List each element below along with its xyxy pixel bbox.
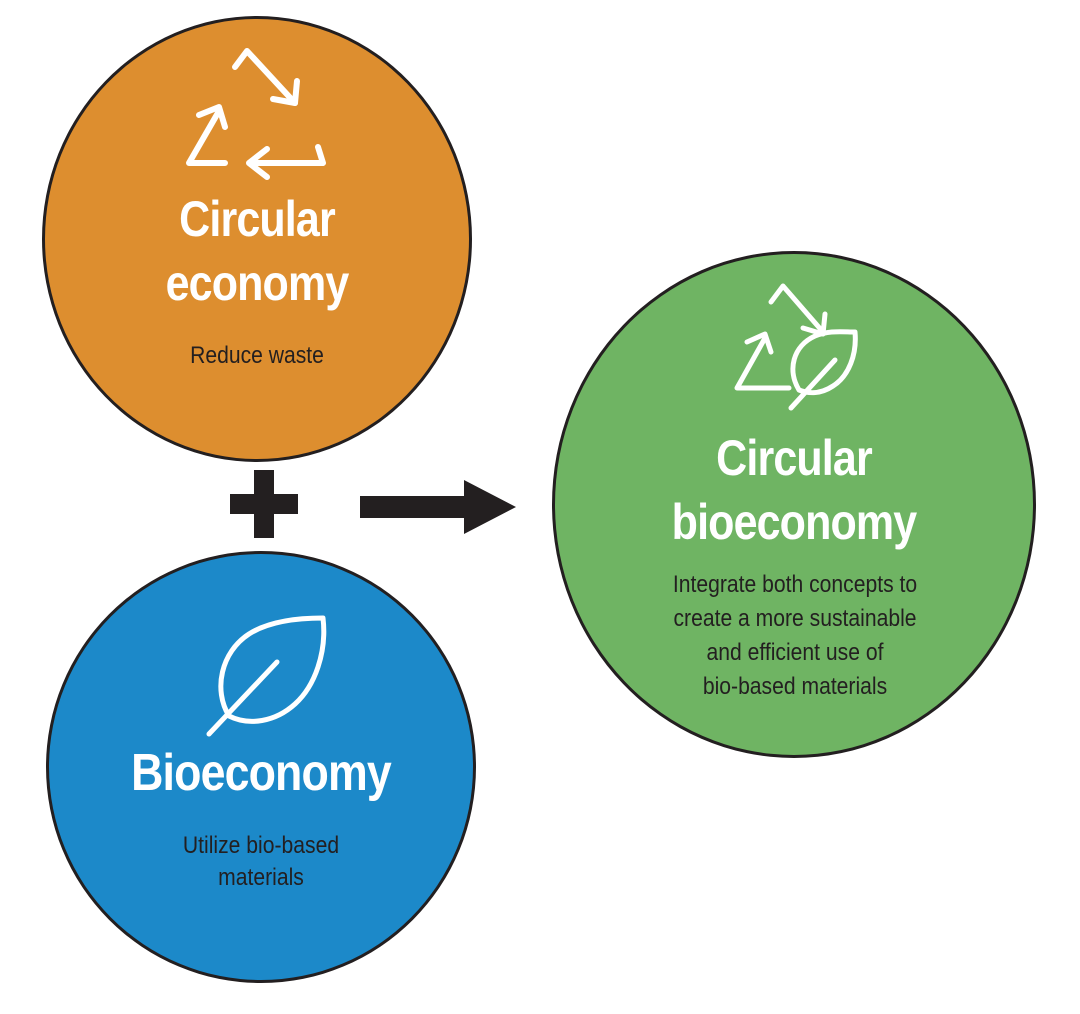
- plus-icon: [230, 470, 298, 538]
- bioeconomy-title: Bioeconomy: [131, 744, 392, 802]
- leaf-icon: [206, 615, 327, 737]
- recycle-leaf-icon: [734, 283, 858, 411]
- arrow-right-icon: [360, 480, 516, 534]
- circular-economy-description: Reduce waste: [190, 342, 324, 369]
- recycle-icon: [186, 48, 326, 180]
